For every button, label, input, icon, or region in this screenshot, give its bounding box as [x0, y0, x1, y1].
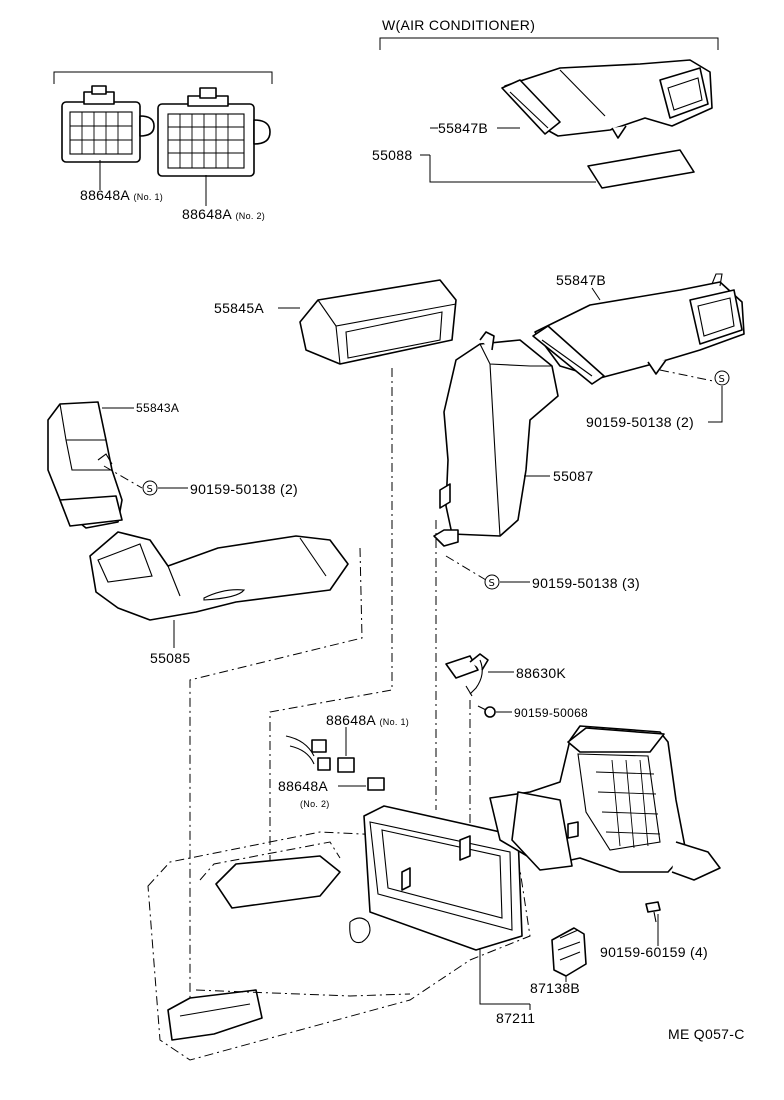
screw-marker-55847b: S — [714, 370, 730, 386]
duct-55845a — [299, 279, 457, 365]
leader-87211-bracket — [479, 948, 530, 1005]
evaporator-87211 — [363, 805, 523, 951]
label-90159-50138-b: 90159-50138 (2) — [586, 414, 695, 430]
dash-55843a-screw — [103, 465, 143, 489]
connector-88648a-no2 — [157, 87, 271, 177]
resistor-87138b — [551, 927, 587, 977]
connector-88648a-mid-no2 — [367, 777, 385, 791]
duct-55087 — [433, 331, 559, 547]
label-88648a-no1-text: 88648A — [80, 187, 130, 203]
duct-55085 — [89, 531, 349, 621]
label-90159-60159: 90159-60159 (4) — [600, 944, 709, 960]
connector-88648a-mid-no1 — [337, 757, 355, 773]
screw-90159-50068 — [477, 705, 496, 718]
connector-group-bracket — [53, 71, 273, 84]
ac-group-bracket — [379, 37, 719, 50]
label-55845a: 55845A — [214, 300, 265, 316]
screw-marker-55087: S — [484, 574, 500, 590]
label-87211: 87211 — [496, 1010, 536, 1026]
label-88648a-no2-text: 88648A — [182, 206, 232, 222]
label-90159-50138-a: 90159-50138 (2) — [190, 481, 299, 497]
dash-55087-screw — [445, 555, 487, 581]
label-88648a-no2-note: (No. 2) — [235, 211, 266, 221]
label-90159-50138-c: 90159-50138 (3) — [532, 575, 641, 591]
label-88648a-mid-no1-text: 88648A — [326, 712, 376, 728]
leader-90159-50138-b — [708, 386, 723, 423]
duct-55847b-top — [501, 59, 713, 139]
connector-88648a-no1 — [61, 85, 155, 163]
label-55087: 55087 — [553, 468, 594, 484]
screw-marker-55843a: S — [142, 480, 158, 496]
top-left-leaders — [99, 160, 207, 206]
label-88648a-no1-note: (No. 1) — [133, 192, 164, 202]
figure-code: ME Q057-C — [668, 1026, 745, 1042]
ac-variant-header: W(AIR CONDITIONER) — [382, 17, 536, 33]
label-88648a-no2: 88648A (No. 2) — [182, 206, 265, 224]
wire-harness-mid — [285, 735, 331, 771]
label-88648a-mid-no2-note: (No. 2) — [300, 799, 330, 809]
label-55843a: 55843A — [136, 401, 180, 415]
label-88648a-mid-no1: 88648A (No. 1) — [326, 712, 409, 730]
label-88648a-mid-no2: 88648A — [278, 778, 329, 794]
switch-88630k — [445, 653, 489, 697]
label-87138b: 87138B — [530, 980, 581, 996]
heater-unit-case — [147, 831, 531, 1061]
dash-55847b-screw — [659, 369, 719, 383]
dash-55085-to-unit — [189, 547, 363, 1010]
label-55847b-top: 55847B — [438, 120, 489, 136]
svg-text:S: S — [147, 484, 153, 495]
label-88648a-mid-no1-note: (No. 1) — [379, 717, 410, 727]
duct-55847b — [532, 273, 745, 385]
svg-text:S: S — [719, 374, 725, 385]
label-55085: 55085 — [150, 650, 191, 666]
seal-55088-pad — [587, 149, 695, 189]
label-55088: 55088 — [372, 147, 413, 163]
screw-90159-60159 — [645, 901, 661, 923]
label-88630k: 88630K — [516, 665, 567, 681]
duct-55843a — [47, 401, 123, 529]
svg-text:S: S — [489, 578, 495, 589]
label-55847b: 55847B — [556, 272, 607, 288]
dash-55845a-to-unit — [269, 368, 393, 880]
blower-case — [489, 725, 721, 881]
label-88648a-no1: 88648A (No. 1) — [80, 187, 163, 205]
top-right-leaders — [420, 127, 596, 183]
leader-55847b — [591, 287, 601, 301]
label-90159-50068: 90159-50068 — [514, 706, 589, 720]
